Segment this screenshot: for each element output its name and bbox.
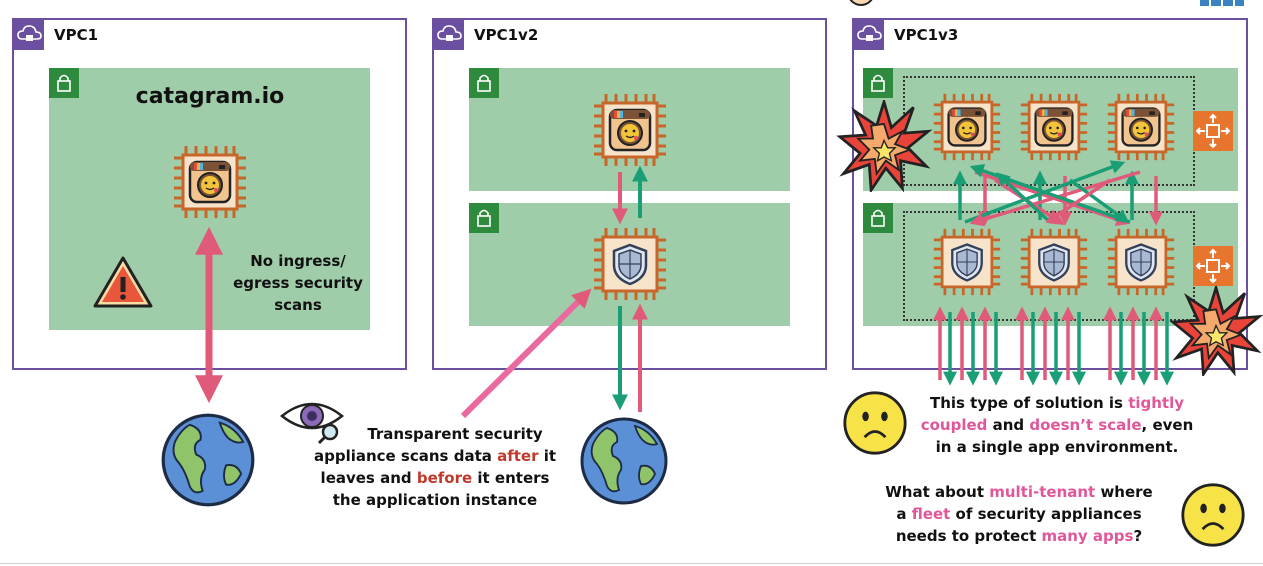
- caption-text: where: [1095, 483, 1153, 501]
- caption-highlight: doesn’t scale: [1029, 416, 1142, 434]
- caption-text: a: [896, 505, 912, 523]
- vpc-title: VPC1v3: [894, 26, 959, 44]
- caption-highlight: many apps: [1041, 527, 1134, 545]
- padlock-icon: [469, 68, 499, 98]
- transparent-appliance-caption: Transparent security appliance scans dat…: [308, 423, 562, 511]
- note-line-2: egress security: [233, 274, 363, 292]
- note-line-3: scans: [274, 296, 322, 314]
- caption-text: , even: [1141, 416, 1194, 434]
- caption-line-3: needs to protect many apps?: [868, 525, 1170, 547]
- padlock-icon: [863, 203, 893, 233]
- note-line-1: No ingress/: [250, 252, 346, 270]
- caption-highlight-after: after: [497, 447, 539, 465]
- caption-text: needs to protect: [895, 527, 1042, 545]
- no-scan-note: No ingress/ egress security scans: [224, 250, 372, 316]
- caption-line-3: in a single app environment.: [935, 438, 1179, 456]
- caption-highlight-before: before: [416, 469, 473, 487]
- caption-line-2: coupled and doesn’t scale, even: [912, 414, 1202, 436]
- caption-text: of security appliances: [950, 505, 1142, 523]
- caption-line-1: This type of solution is tightly: [912, 392, 1202, 414]
- caption-line-2: appliance scans data after it: [308, 445, 562, 467]
- pointer-arrow: [460, 288, 592, 419]
- cloud-lock-icon: [14, 20, 44, 50]
- caption-line-1: Transparent security: [367, 425, 543, 443]
- caption-text: ?: [1133, 527, 1143, 545]
- server-rack-icon: [1200, 0, 1244, 6]
- caption-text: leaves and: [320, 469, 417, 487]
- caption-line-4: the application instance: [332, 491, 538, 509]
- divider: [0, 563, 1263, 564]
- warning-triangle-icon: [93, 256, 153, 308]
- caption-highlight: tightly: [1128, 394, 1185, 412]
- padlock-icon: [49, 68, 79, 98]
- caption-line-1: What about multi-tenant where: [868, 481, 1170, 503]
- caption-line-3: leaves and before it enters: [308, 467, 562, 489]
- caption-line-2: a fleet of security appliances: [868, 503, 1170, 525]
- padlock-icon: [863, 68, 893, 98]
- vpc-title: VPC1v2: [474, 26, 539, 44]
- app-title: catagram.io: [135, 84, 285, 109]
- cloud-lock-icon: [854, 20, 884, 50]
- caption-text: and: [987, 416, 1030, 434]
- caption-highlight: fleet: [911, 505, 951, 523]
- explosion-icon: [838, 100, 930, 192]
- caption-highlight: coupled: [920, 416, 988, 434]
- worried-face-icon: [843, 391, 907, 455]
- caption-text: What about: [885, 483, 990, 501]
- caption-text: appliance scans data: [313, 447, 498, 465]
- cloud-lock-icon: [434, 20, 464, 50]
- explosion-icon: [1171, 286, 1261, 376]
- padlock-icon: [469, 203, 499, 233]
- caption-text: it enters: [472, 469, 550, 487]
- caption-text: This type of solution is: [929, 394, 1129, 412]
- caption-text: it: [538, 447, 557, 465]
- eye-magnifier-icon: [279, 402, 345, 445]
- worried-face-icon: [1181, 483, 1245, 547]
- vpc-title: VPC1: [54, 26, 99, 44]
- caption-highlight: multi-tenant: [989, 483, 1096, 501]
- face-icon: [849, 0, 873, 6]
- tightly-coupled-caption: This type of solution is tightly coupled…: [912, 392, 1202, 458]
- multi-tenant-caption: What about multi-tenant where a fleet of…: [868, 481, 1170, 547]
